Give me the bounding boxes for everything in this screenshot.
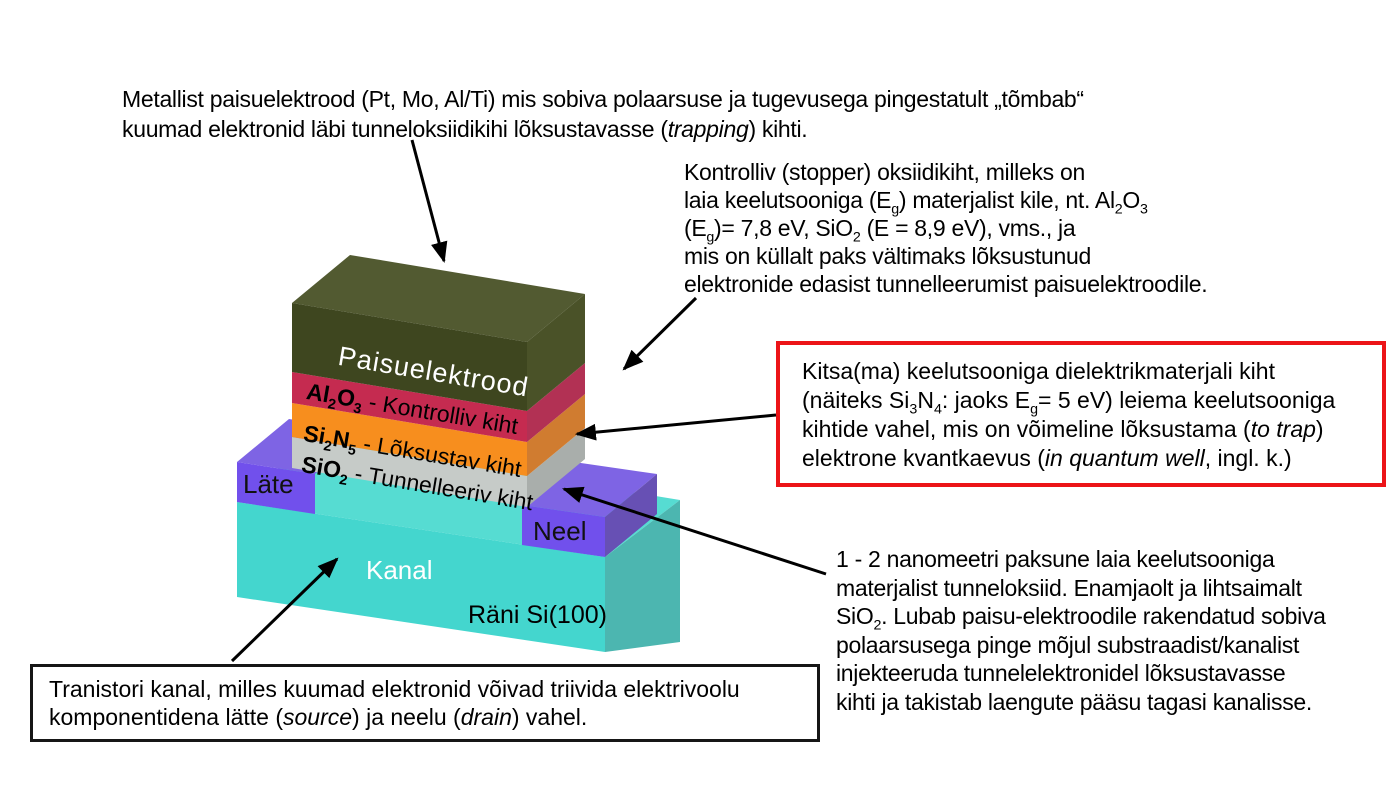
trap-note-line: elektrone kvantkaevus (in quantum well, … xyxy=(802,445,1292,471)
channel-note-line: komponentidena lätte (source) ja neelu (… xyxy=(49,704,588,730)
gate-note-line: kuumad elektronid läbi tunneloksiidikihi… xyxy=(122,116,808,142)
control-layer-right-face xyxy=(527,363,585,442)
substrate-label: Räni Si(100) xyxy=(468,601,607,629)
source-label: Läte xyxy=(243,469,294,499)
tunnel-note-line: 1 - 2 nanomeetri paksune laia keelutsoon… xyxy=(836,546,1275,572)
gate-note-line: Metallist paisuelektrood (Pt, Mo, Al/Ti)… xyxy=(122,86,1084,112)
tunnel-note: 1 - 2 nanomeetri paksune laia keelutsoon… xyxy=(836,545,1326,716)
tunnel-note-line: injekteeruda tunnelelektronidel lõksusta… xyxy=(836,660,1286,686)
channel-note-line: Tranistori kanal, milles kuumad elektron… xyxy=(49,676,740,702)
trap-layer-front-face xyxy=(292,403,527,476)
stopper-note-line: Kontrolliv (stopper) oksiidikiht, millek… xyxy=(684,159,1085,185)
gate-note: Metallist paisuelektrood (Pt, Mo, Al/Ti)… xyxy=(122,84,1084,144)
arrow-to-gate-electrode xyxy=(410,139,448,264)
stopper-note-line: mis on küllalt paks vältimaks lõksustunu… xyxy=(684,243,1091,269)
channel-note-box: Tranistori kanal, milles kuumad elektron… xyxy=(30,664,820,742)
trap-note-box: Kitsa(ma) keelutsooniga dielektrikmaterj… xyxy=(776,341,1386,487)
source-pad-front-face xyxy=(237,462,315,514)
tunnel-oxide-front-face xyxy=(292,437,527,507)
tunnel-note-line: SiO2. Lubab paisu-elektroodile rakendatu… xyxy=(836,603,1326,634)
device-diagram xyxy=(237,255,680,652)
trap-note-line: (näiteks Si3N4: jaoks Eg= 5 eV) leiema k… xyxy=(802,387,1336,418)
trap-note-line: kihtide vahel, mis on võimeline lõksusta… xyxy=(802,416,1324,442)
gate-electrode-front-face xyxy=(292,303,527,411)
trap-note-line: Kitsa(ma) keelutsooniga dielektrikmaterj… xyxy=(802,358,1275,384)
stopper-note-line: laia keelutsooniga (Eg) materjalist kile… xyxy=(684,187,1148,218)
substrate-front-face xyxy=(237,502,605,652)
tunnel-note-line: kihti ja takistab laengute pääsu tagasi … xyxy=(836,688,1312,715)
tunnel-note-line: materjalist tunneloksiid. Enamjaolt ja l… xyxy=(836,574,1302,601)
control-layer-front-face xyxy=(292,372,527,442)
drain-label: Neel xyxy=(533,516,587,546)
stopper-note-line: elektronide edasist tunnelleerumist pais… xyxy=(684,271,1208,297)
tunnel-oxide-right-face xyxy=(527,428,585,507)
stopper-note: Kontrolliv (stopper) oksiidikiht, millek… xyxy=(684,158,1208,298)
stopper-note-line: (Eg)= 7,8 eV, SiO2 (E = 8,9 eV), vms., j… xyxy=(684,215,1076,246)
gate-electrode-top-face xyxy=(292,255,585,342)
trap-layer-right-face xyxy=(527,394,585,476)
tunnel-note-line: polaarsusega pinge mõjul substraadist/ka… xyxy=(836,631,1300,658)
gate-electrode-right-face xyxy=(527,294,585,411)
channel-label: Kanal xyxy=(366,555,433,585)
